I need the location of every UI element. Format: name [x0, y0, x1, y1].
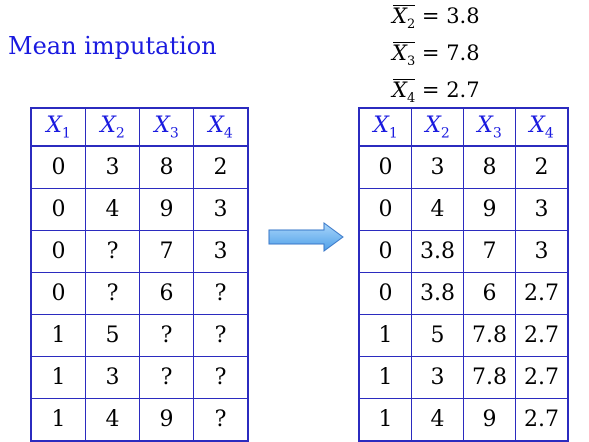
table-cell: ? — [85, 272, 140, 315]
table-cell: 3 — [193, 230, 249, 273]
column-header: X3 — [139, 107, 194, 147]
table-cell: 7 — [463, 230, 516, 273]
right-arrow-icon — [268, 222, 344, 252]
table-cell: 5 — [411, 314, 464, 357]
table-cell: ? — [139, 356, 194, 399]
table-cell: 0 — [30, 188, 86, 231]
table-row: 0?6? — [30, 272, 249, 315]
table-cell: 1 — [358, 356, 412, 399]
table-cell: ? — [193, 272, 249, 315]
column-header: X3 — [463, 107, 516, 147]
table-cell: 7.8 — [463, 356, 516, 399]
table-cell: 1 — [358, 398, 412, 442]
table-cell: 7 — [139, 230, 194, 273]
column-header: X4 — [193, 107, 249, 147]
table-cell: 1 — [30, 356, 86, 399]
table-cell: 4 — [411, 188, 464, 231]
table-cell: 7.8 — [463, 314, 516, 357]
table-cell: 3 — [411, 145, 464, 189]
table-cell: 3.8 — [411, 230, 464, 273]
table-cell: 3 — [85, 145, 140, 189]
table-cell: 1 — [30, 398, 86, 442]
table-cell: 2 — [515, 145, 569, 189]
mean-var: X2 — [392, 2, 416, 39]
slide-title: Mean imputation — [8, 32, 217, 60]
table-cell: 4 — [85, 188, 140, 231]
table-cell: 6 — [463, 272, 516, 315]
table-cell: 2 — [193, 145, 249, 189]
table-cell: 0 — [30, 272, 86, 315]
table-cell: 4 — [411, 398, 464, 442]
mean-var: X4 — [392, 76, 416, 113]
table-cell: 0 — [358, 188, 412, 231]
table-cell: 2.7 — [515, 272, 569, 315]
table-cell: 0 — [30, 230, 86, 273]
table-cell: 1 — [30, 314, 86, 357]
table-cell: 9 — [139, 188, 194, 231]
means-block: X2 = 3.8 X3 = 7.8 X4 = 2.7 — [392, 2, 480, 114]
table-cell: 9 — [139, 398, 194, 442]
table-cell: 0 — [358, 230, 412, 273]
mean-x3: X3 = 7.8 — [392, 39, 480, 76]
mean-x4: X4 = 2.7 — [392, 76, 480, 113]
table-cell: ? — [85, 230, 140, 273]
table-cell: 0 — [358, 272, 412, 315]
table-cell: ? — [193, 398, 249, 442]
table-cell: 2.7 — [515, 314, 569, 357]
table-cell: 3 — [515, 230, 569, 273]
table-cell: 8 — [463, 145, 516, 189]
mean-var: X3 — [392, 39, 416, 76]
table-cell: 4 — [85, 398, 140, 442]
column-header: X1 — [358, 107, 412, 147]
table-cell: ? — [193, 356, 249, 399]
table-cell: 8 — [139, 145, 194, 189]
table-cell: 3 — [411, 356, 464, 399]
table-cell: 0 — [30, 145, 86, 189]
table-cell: 1 — [358, 314, 412, 357]
table-cell: 2.7 — [515, 398, 569, 442]
table-cell: 9 — [463, 398, 516, 442]
table-cell: 6 — [139, 272, 194, 315]
table-cell: ? — [193, 314, 249, 357]
table-cell: 2.7 — [515, 356, 569, 399]
table-cell: 3 — [515, 188, 569, 231]
table-cell: 9 — [463, 188, 516, 231]
mean-value: = 3.8 — [421, 4, 480, 28]
table-cell: 3.8 — [411, 272, 464, 315]
column-header: X2 — [85, 107, 140, 147]
table-cell: 3 — [85, 356, 140, 399]
table-cell: ? — [139, 314, 194, 357]
mean-x2: X2 = 3.8 — [392, 2, 480, 39]
table-cell: 0 — [358, 145, 412, 189]
column-header: X1 — [30, 107, 86, 147]
table-cell: 3 — [193, 188, 249, 231]
mean-value: = 2.7 — [421, 78, 480, 103]
mean-value: = 7.8 — [421, 41, 480, 66]
column-header: X2 — [411, 107, 464, 147]
column-header: X4 — [515, 107, 569, 147]
table-cell: 5 — [85, 314, 140, 357]
